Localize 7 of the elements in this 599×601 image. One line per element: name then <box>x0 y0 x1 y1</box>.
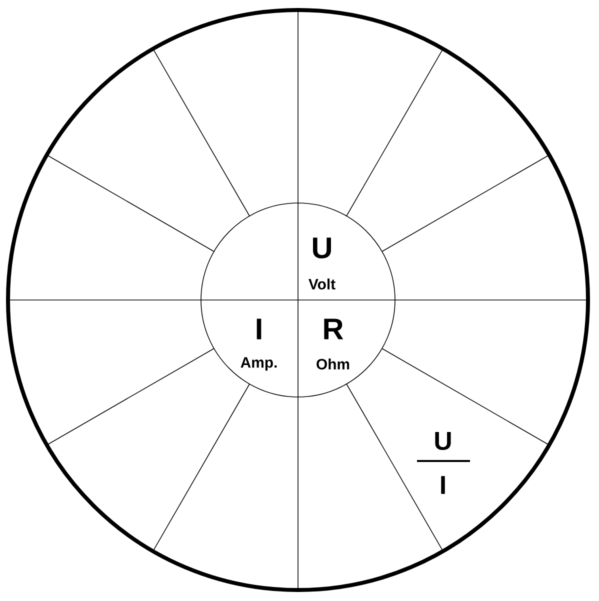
quantity-symbol: U <box>313 238 331 258</box>
unit-label: Amp. <box>240 357 277 371</box>
unit-label: Volt <box>308 278 336 290</box>
fraction: U I <box>417 432 470 494</box>
quantity-symbol: I <box>256 318 262 340</box>
quantity-symbol: R <box>324 318 344 340</box>
unit-label: Ohm <box>316 358 350 370</box>
